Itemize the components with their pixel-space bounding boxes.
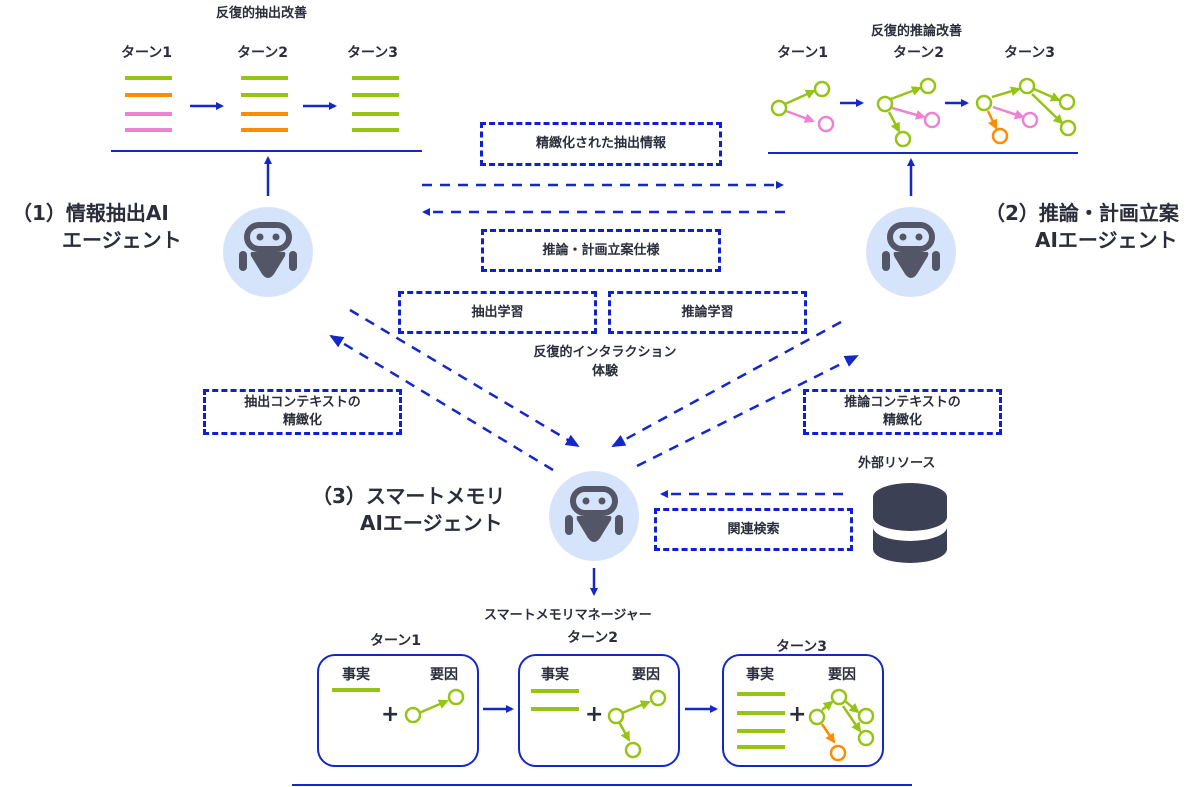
extraction-agent-label: （1）情報抽出AI エージェント	[12, 200, 182, 254]
memory-agent-label: （3）スマートメモリ AIエージェント	[312, 483, 505, 537]
extraction-learning-text: 抽出学習	[471, 304, 524, 320]
refined-extraction-text: 精緻化された抽出情報	[535, 136, 666, 151]
memory-turn2-label: ターン2	[567, 630, 619, 646]
memory-turn1-factors-label: 要因	[430, 667, 458, 683]
reasoning-turn1-label: ターン1	[777, 45, 829, 61]
extraction-context-line1: 抽出コンテキストの	[244, 395, 361, 410]
reasoning-context-line2: 精緻化	[882, 413, 922, 428]
external-resource-label: 外部リソース	[858, 456, 936, 471]
iterative-experience-line2: 体験	[591, 364, 618, 379]
reasoning-spec-text: 推論・計画立案仕様	[542, 242, 660, 258]
reasoning-learning-box: 推論学習	[608, 291, 807, 334]
reasoning-agent-label: （2）推論・計画立案 AIエージェント	[985, 200, 1179, 254]
extraction-turn3-label: ターン3	[347, 45, 399, 61]
related-search-text: 関連検索	[727, 521, 780, 537]
reasoning-context-line1: 推論コンテキストの	[844, 395, 961, 410]
reasoning-agent-robot-icon	[866, 207, 956, 297]
reasoning-panel-title: 反復的推論改善	[871, 24, 963, 39]
extraction-context-box: 抽出コンテキストの 精緻化	[203, 389, 402, 435]
iterative-experience-line1: 反復的インタラクション	[533, 345, 677, 360]
memory-turn2-facts	[531, 689, 579, 711]
memory-turn2-factors-label: 要因	[632, 667, 660, 683]
memory-turn3-factors	[808, 688, 875, 762]
refined-extraction-box: 精緻化された抽出情報	[480, 122, 722, 166]
extraction-turn1-label: ターン1	[121, 45, 173, 61]
extraction-to-memory-arrow	[349, 308, 580, 448]
iterative-experience-label: 反復的インタラクション 体験	[500, 343, 710, 381]
reasoning-turn2-label: ターン2	[893, 45, 945, 61]
extraction-turn2-lines	[241, 76, 288, 132]
extraction-turn3-lines	[352, 76, 399, 132]
memory-turn1-factors	[404, 688, 465, 724]
reasoning-turn3-graph	[975, 77, 1077, 145]
external-database-icon	[873, 483, 947, 563]
extraction-learning-box: 抽出学習	[398, 291, 597, 334]
extraction-agent-robot-icon	[223, 207, 313, 297]
memory-turn3-label: ターン3	[776, 639, 828, 655]
memory-turn1-label: ターン1	[370, 633, 422, 649]
memory-to-reasoning-arrow	[636, 354, 859, 468]
reasoning-spec-box: 推論・計画立案仕様	[481, 229, 721, 272]
reasoning-context-box: 推論コンテキストの 精緻化	[803, 389, 1002, 435]
memory-turn3-facts	[737, 692, 785, 749]
reasoning-learning-text: 推論学習	[681, 304, 734, 320]
memory-turn3-plus: +	[788, 702, 807, 727]
extraction-turn1-lines	[125, 76, 172, 132]
memory-agent-robot-icon	[549, 471, 639, 561]
memory-agent-line1: （3）スマートメモリ	[312, 484, 506, 508]
related-search-box: 関連検索	[654, 508, 853, 551]
memory-turn3-factors-label: 要因	[828, 667, 856, 683]
reasoning-turn3-label: ターン3	[1004, 45, 1056, 61]
extraction-agent-line2: エージェント	[62, 228, 182, 252]
memory-turn2-facts-label: 事実	[541, 667, 569, 683]
extraction-panel-title: 反復的抽出改善	[216, 6, 308, 21]
memory-agent-line2: AIエージェント	[360, 511, 503, 535]
memory-turn1-plus: +	[381, 702, 400, 727]
memory-turn1-card	[317, 654, 479, 767]
reasoning-turn1-graph	[770, 80, 835, 133]
extraction-agent-line1: （1）情報抽出AI	[12, 201, 169, 225]
extraction-turn2-label: ターン2	[237, 45, 289, 61]
memory-turn1-facts-label: 事実	[342, 667, 370, 683]
reasoning-turn2-graph	[876, 77, 941, 148]
extraction-context-line2: 精緻化	[282, 413, 322, 428]
memory-turn2-factors	[607, 689, 667, 759]
memory-to-extraction-arrow	[329, 334, 554, 472]
memory-turn2-plus: +	[585, 702, 604, 727]
reasoning-to-memory-arrow	[611, 320, 842, 448]
memory-manager-title: スマートメモリマネージャー	[484, 608, 652, 623]
memory-turn3-facts-label: 事実	[746, 667, 774, 683]
reasoning-agent-line2: AIエージェント	[1035, 228, 1178, 252]
reasoning-agent-line1: （2）推論・計画立案	[985, 201, 1179, 225]
